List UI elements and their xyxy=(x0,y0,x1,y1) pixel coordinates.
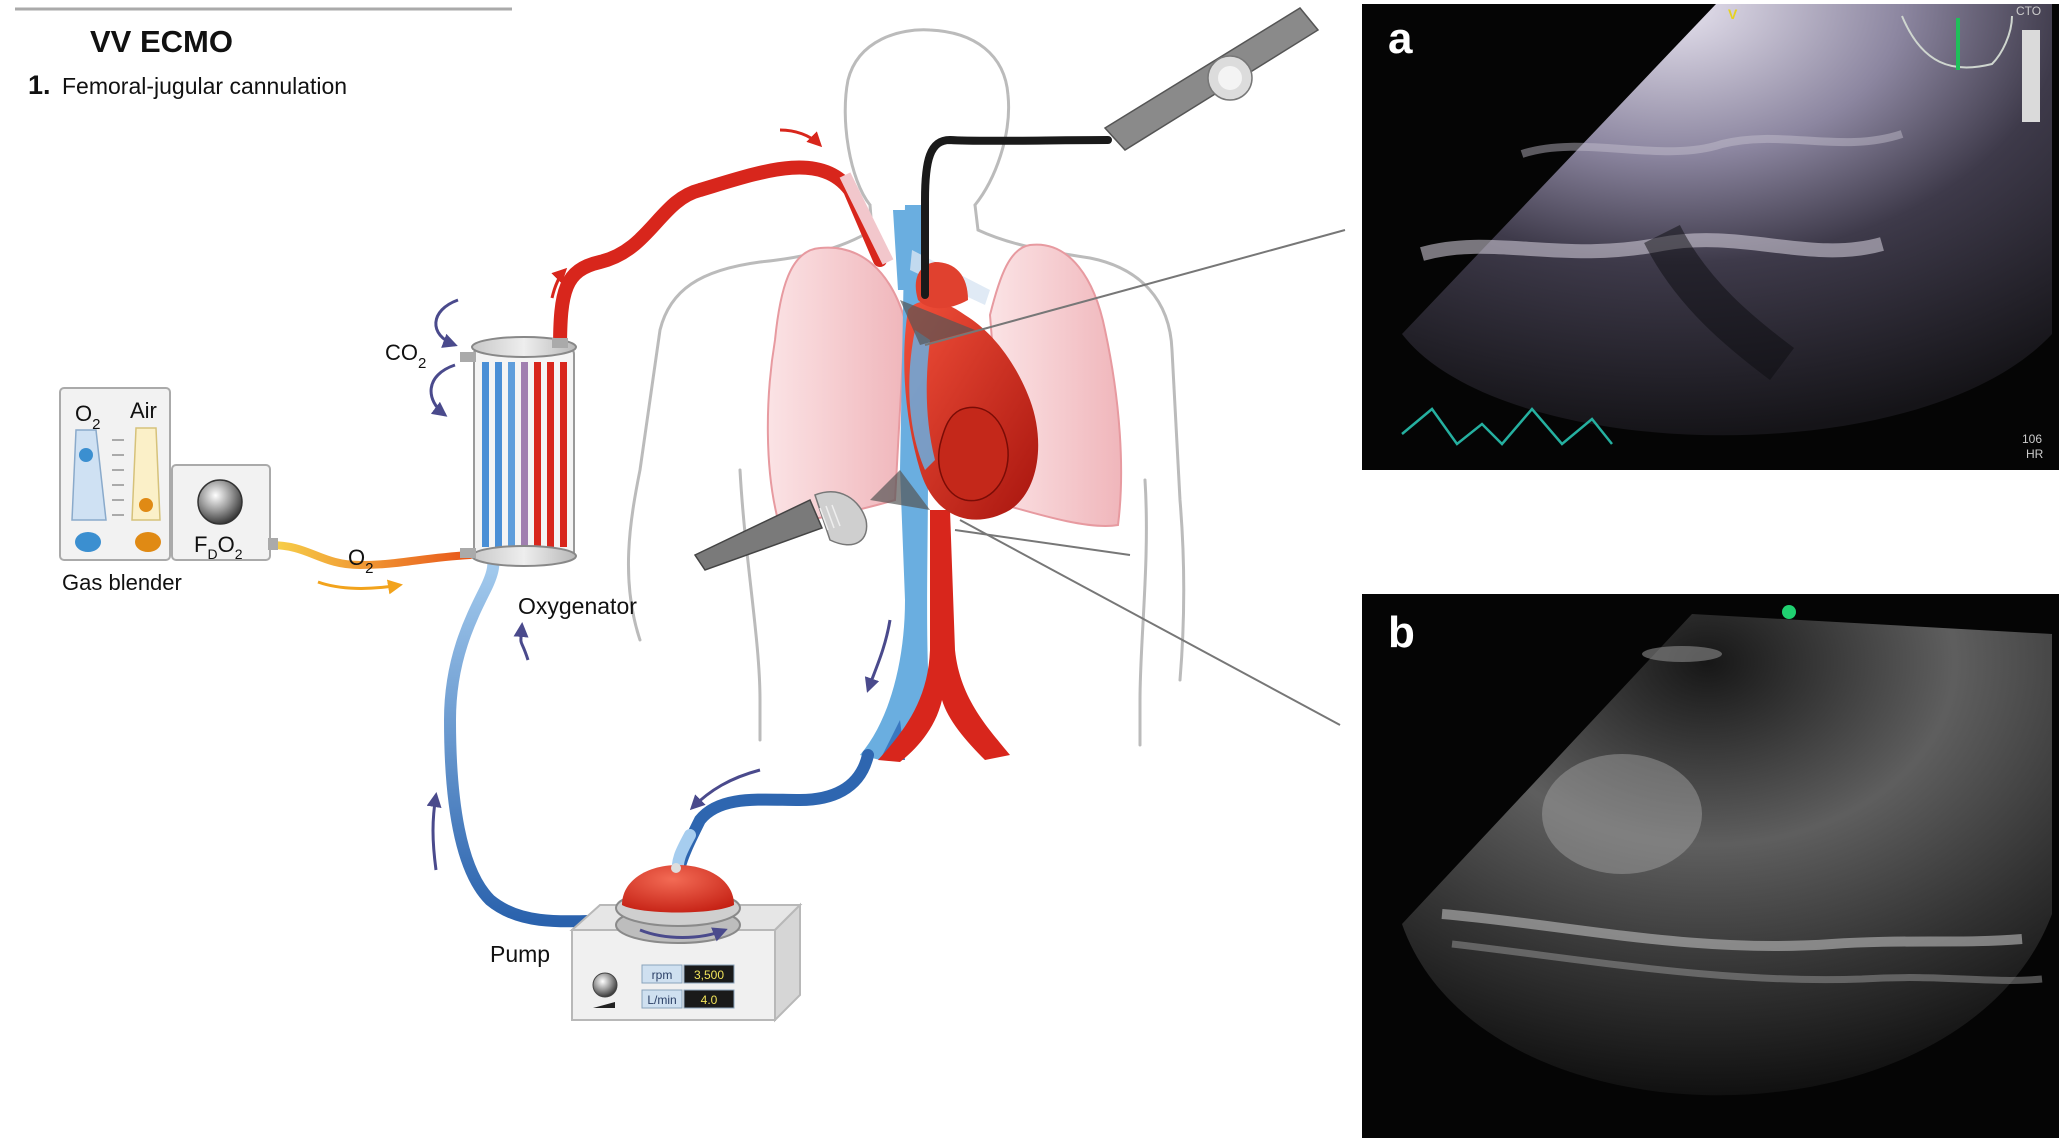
pump-label: Pump xyxy=(490,941,550,967)
blender-o2-label: O2 xyxy=(75,401,100,433)
flow-arrow-return xyxy=(779,128,823,148)
leader-line-b2 xyxy=(954,529,1131,556)
flow-arrow-up-2 xyxy=(426,792,442,871)
panel-a-label: a xyxy=(1388,14,1413,63)
pump-flow-value: 4.0 xyxy=(701,993,718,1007)
fdo2-label: FDO2 xyxy=(194,532,243,562)
o2-line xyxy=(266,541,474,570)
leader-line-a xyxy=(924,229,1346,346)
flow-arrow-ivc xyxy=(864,619,892,693)
return-cannula-tip xyxy=(839,172,894,265)
pump xyxy=(569,863,803,1023)
blender-air-label: Air xyxy=(130,398,157,423)
echo-panel-b: b xyxy=(1362,594,2059,1138)
flow-arrow-oxy-out xyxy=(550,267,568,299)
diagram-title: VV ECMO xyxy=(90,24,233,59)
panel-b-label: b xyxy=(1388,608,1415,657)
co2-arrow-in xyxy=(434,298,459,348)
panel-a-marker: V xyxy=(1728,6,1738,22)
oxygenator-label: Oxygenator xyxy=(518,593,637,619)
oxygenator xyxy=(460,336,577,567)
pump-rpm-value: 3,500 xyxy=(694,968,724,982)
tee-probe xyxy=(921,7,1320,299)
pump-flow-label: L/min xyxy=(647,993,676,1007)
panel-a-hr-value: 106 xyxy=(2022,432,2043,446)
co2-arrow-out xyxy=(429,363,456,417)
o2-flow-arrow xyxy=(317,579,403,595)
o2-line-label: O2 xyxy=(348,545,373,577)
gas-blender-label: Gas blender xyxy=(62,570,182,595)
gas-blender xyxy=(59,387,278,561)
panel-a-corner-label: CTO xyxy=(2016,4,2042,18)
tte-sector xyxy=(870,470,930,510)
echo-image-a xyxy=(1401,4,2052,446)
flow-arrow-up-1 xyxy=(513,622,530,661)
echo-panel-a: a V CTO 106 HR xyxy=(1362,4,2059,470)
tee-sector xyxy=(900,300,975,345)
step-number: 1. xyxy=(28,70,51,100)
flow-arrow-drain xyxy=(689,768,761,811)
pump-to-oxygenator-tube xyxy=(443,549,618,928)
drainage-cannula xyxy=(672,749,874,881)
echo-image-b xyxy=(1402,605,2052,1096)
pump-rpm-label: rpm xyxy=(652,968,673,982)
step-text: Femoral-jugular cannulation xyxy=(62,73,347,99)
tte-probe xyxy=(693,491,868,571)
return-cannula xyxy=(553,160,887,357)
panel-a-hr-label: HR xyxy=(2026,447,2044,461)
co2-label: CO2 xyxy=(385,340,426,372)
leader-line-b xyxy=(959,519,1341,726)
